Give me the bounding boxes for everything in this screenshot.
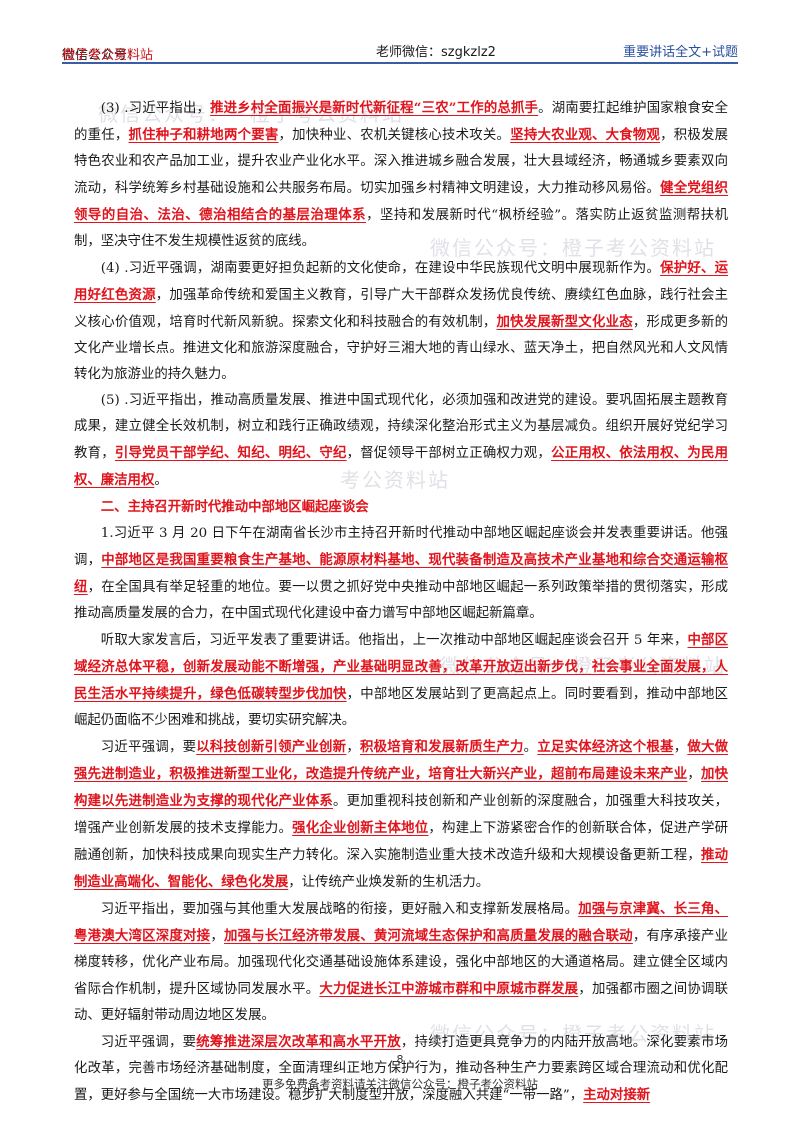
text-run: (3) .习近平指出， <box>100 101 211 116</box>
text-run: (4) .习近平强调，湖南要更好担负起新的文化使命，在建设中华民族现代文明中展现… <box>100 261 661 276</box>
page-number: 8 <box>396 1053 404 1066</box>
highlighted-phrase: 抓住种子和耕地两个要害 <box>128 127 279 143</box>
text-run: 习近平强调，要 <box>100 740 197 755</box>
text-run: 听取大家发言后，习近平发表了重要讲话。他指出，上一次推动中部地区崛起座谈会召开 … <box>100 633 688 648</box>
paragraph: (4) .习近平强调，湖南要更好担负起新的文化使命，在建设中华民族现代文明中展现… <box>74 255 728 388</box>
text-run: ，积极发展特色农业和农产品加工业，提升农业产业化水平。深入推进城乡融合发展，壮大… <box>74 128 729 196</box>
text-run: ，督促领导干部树立正确权力观， <box>346 446 552 461</box>
text-run: (5) .习近平指出，推动高质量发展、推进中国式现代化，必须加强和改进党的建设。… <box>74 393 728 461</box>
text-run: ，有序承接产业梯度转移，优化产业布局。加强现代化交通基础设施体系建设，强化中部地… <box>74 929 729 997</box>
highlighted-phrase: 大力促进长江中游城市群和中原城市群发展 <box>319 981 579 997</box>
page-footer: 更多免费备考资料请关注微信公众号：橙子考公资料站 <box>262 1077 538 1091</box>
document-body: (3) .习近平指出，推进乡村全面振兴是新时代新征程“三农”工作的总抓手。湖南要… <box>74 95 728 1109</box>
text-run: ，构建上下游紧密合作的创新联合体，促进产学研融通创新，加快科技成果向现实生产力转… <box>74 821 729 863</box>
text-run: ，形成更多新的文化产业增长点。推进文化和旅游深度融合，守护好三湘大地的青山绿水、… <box>74 315 729 382</box>
header-account-name: 橙子考公资料站 <box>62 48 154 63</box>
highlighted-phrase: 坚持大农业观、大食物观 <box>510 127 661 143</box>
paragraph: 二、主持召开新时代推动中部地区崛起座谈会 <box>74 494 728 521</box>
text-run: 。湖南要扛起维护国家粮食安全的重任， <box>74 101 728 143</box>
text-run: ， <box>687 767 701 782</box>
paragraph: (5) .习近平指出，推动高质量发展、推进中国式现代化，必须加强和改进党的建设。… <box>74 388 728 494</box>
paragraph: 习近平指出，要加强与其他重大发展战略的衔接，更好融入和支撑新发展格局。加强与京津… <box>74 896 728 1029</box>
highlighted-phrase: 健全党组织领导的自治、法治、德治相结合的基层治理体系 <box>74 180 729 223</box>
paragraph: 1.习近平 3 月 20 日下午在湖南省长沙市主持召开新时代推动中部地区崛起座谈… <box>74 521 728 627</box>
highlighted-phrase: 积极培育和发展新质生产力 <box>359 739 524 755</box>
highlighted-phrase: 引导党员干部学纪、知纪、明纪、守纪 <box>114 445 347 461</box>
paragraph: (3) .习近平指出，推进乡村全面振兴是新时代新征程“三农”工作的总抓手。湖南要… <box>74 95 728 255</box>
highlighted-phrase: 中部地区是我国重要粮食生产基地、能源原材料基地、现代装备制造及高技术产业基地和综… <box>74 552 729 595</box>
paragraph: 听取大家发言后，习近平发表了重要讲话。他指出，上一次推动中部地区崛起座谈会召开 … <box>74 627 728 734</box>
text-run: ，在全国具有举足轻重的地位。要一以贯之抓好党中央推动中部地区崛起一系列政策举措的… <box>74 580 729 621</box>
highlighted-phrase: 保护好、运用好红色资源 <box>74 260 728 303</box>
highlighted-phrase: 主动对接新 <box>583 1087 651 1103</box>
text-run: 。更加重视科技创新和产业创新的深度融合，加强重大科技攻关，增强产业创新发展的技术… <box>74 794 728 836</box>
text-run: ， <box>346 740 360 755</box>
text-run: ，持续打造更具竞争力的内陆开放高地。深化要素市场化改革，完善市场经济基础制度，全… <box>74 1035 729 1103</box>
highlighted-phrase: 加快发展新型文化业态 <box>496 314 633 330</box>
highlighted-phrase: 公正用权、依法用权、为民用权、廉洁用权 <box>74 445 729 488</box>
text-run: ，中部地区发展站到了更高起点上。同时要看到，推动中部地区崛起仍面临不少困难和挑战… <box>74 687 729 728</box>
page-header: 微信公众号：橙子考公资料站 老师微信：szgkzlz2 重要讲话全文+试题 <box>62 38 738 64</box>
highlighted-phrase: 加强与长江经济带发展、黄河流域生态保护和高质量发展的融合联动 <box>223 928 633 944</box>
section-heading: 二、主持召开新时代推动中部地区崛起座谈会 <box>100 499 369 515</box>
header-doc-title: 重要讲话全文+试题 <box>623 45 738 60</box>
text-run: 1.习近平 3 月 20 日下午在湖南省长沙市主持召开新时代推动中部地区崛起座谈… <box>74 526 728 568</box>
text-run: ，加强革命传统和爱国主义教育，引导广大干部群众发扬优良传统、赓续红色血脉，践行社… <box>74 288 728 330</box>
text-run: 习近平指出，要加强与其他重大发展战略的衔接，更好融入和支撑新发展格局。 <box>100 902 579 917</box>
highlighted-phrase: 统筹推进深层次改革和高水平开放 <box>196 1034 401 1050</box>
highlighted-phrase: 推动制造业高端化、智能化、绿色化发展 <box>74 847 729 890</box>
text-run: 。 <box>523 740 538 755</box>
highlighted-phrase: 立足实体经济这个根基 <box>537 739 674 755</box>
header-teacher-wechat: 老师微信：szgkzlz2 <box>376 45 496 60</box>
text-run: 。 <box>154 473 168 488</box>
text-run: 习近平强调，要 <box>100 1035 197 1050</box>
highlighted-phrase: 推进乡村全面振兴是新时代新征程“三农”工作的总抓手 <box>210 100 539 116</box>
paragraph: 习近平强调，要以科技创新引领产业创新，积极培育和发展新质生产力。立足实体经济这个… <box>74 734 728 896</box>
text-run: ， <box>210 929 224 944</box>
highlighted-phrase: 中部区域经济总体平稳，创新发展动能不断增强，产业基础明显改善，改革开放迈出新步伐… <box>74 632 729 702</box>
text-run: ，加强都市圈之间协调联动、更好辐射带动周边地区发展。 <box>74 982 729 1023</box>
paragraph: 习近平强调，要统筹推进深层次改革和高水平开放，持续打造更具竞争力的内陆开放高地。… <box>74 1029 728 1109</box>
text-run: ，坚持和发展新时代“枫桥经验”。落实防止返贫监测帮扶机制，坚决守住不发生规模性返… <box>74 208 728 249</box>
highlighted-phrase: 以科技创新引领产业创新 <box>196 739 347 755</box>
text-run: ，加快种业、农机关键核心技术攻关。 <box>278 128 511 143</box>
text-run: ， <box>673 740 688 755</box>
highlighted-phrase: 强化企业创新主体地位 <box>292 820 429 836</box>
highlighted-phrase: 做大做强先进制造业，积极推进新型工业化，改造提升传统产业，培育壮大新兴产业，超前… <box>74 739 729 782</box>
highlighted-phrase: 加快构建以先进制造业为支撑的现代化产业体系 <box>74 766 729 809</box>
highlighted-phrase: 加强与京津冀、长三角、粤港澳大湾区深度对接 <box>74 901 729 944</box>
text-run: ，让传统产业焕发新的生机活力。 <box>288 875 490 890</box>
